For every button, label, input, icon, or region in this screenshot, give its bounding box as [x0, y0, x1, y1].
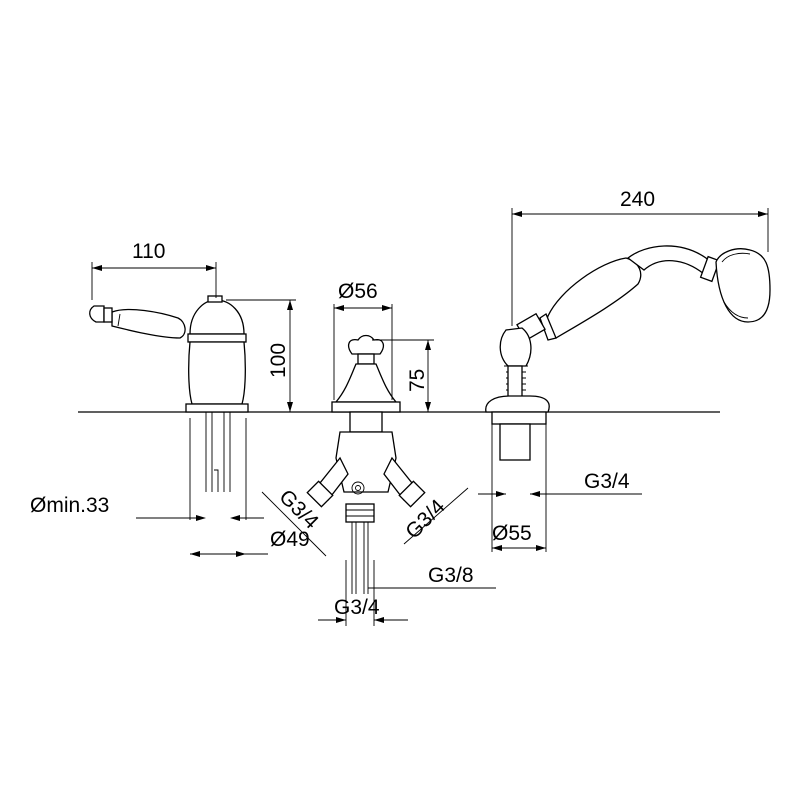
dim-outlet: G3/8 [368, 564, 496, 589]
dim-240: 240 [511, 188, 769, 326]
label-inlet-thread: G3/4 [334, 596, 380, 619]
diverter-shank [349, 411, 383, 433]
diverter-outlet [345, 503, 375, 523]
mixer-dome [189, 299, 245, 335]
dim-49: Ø49 [190, 528, 310, 557]
shower-hose-core [507, 365, 523, 399]
dim-110: 110 [91, 240, 217, 300]
mixer-body [188, 341, 246, 405]
label-shower-thread: G3/4 [584, 470, 630, 493]
diverter-outlet-pipe [351, 522, 369, 594]
lever-mixer [89, 295, 249, 520]
lever-knob [89, 305, 105, 323]
label-55: Ø55 [492, 522, 532, 545]
diverter-right-nut [398, 480, 426, 508]
shower-holder [485, 395, 550, 413]
dim-56: Ø56 [333, 280, 393, 400]
label-56: Ø56 [338, 280, 378, 303]
shower-hose-connector [499, 327, 532, 367]
diverter-block [335, 431, 397, 493]
diverter-assembly [306, 334, 426, 594]
shower-handle [545, 257, 642, 339]
mixer-supply-pipes [205, 412, 231, 492]
diverter-stem [357, 353, 375, 365]
label-240: 240 [620, 188, 655, 211]
dim-75: 75 [372, 339, 434, 412]
mixer-base [185, 403, 249, 413]
shower-nut [491, 411, 547, 425]
diverter-base [331, 401, 401, 413]
label-outlet-thread: G3/8 [428, 564, 474, 587]
shower-neck-nut [699, 255, 721, 283]
diverter-port [351, 481, 365, 495]
shower-neck [626, 245, 713, 275]
label-100: 100 [267, 343, 290, 378]
mixer-rod [214, 469, 219, 492]
label-75: 75 [406, 369, 429, 392]
diverter-knob [347, 334, 385, 355]
diverter-bell [334, 363, 398, 403]
dim-shower-thread: G3/4 [478, 470, 642, 497]
mixer-top-nut [207, 295, 223, 303]
dim-100: 100 [226, 299, 296, 412]
shower-shank [499, 423, 531, 461]
diverter-left-nut [306, 480, 334, 508]
shower-handle-ring [539, 313, 557, 341]
hand-shower [485, 245, 771, 552]
dim-55: Ø55 [492, 522, 546, 551]
dim-inlet: G3/4 [318, 560, 408, 626]
lever-ring [117, 313, 121, 327]
label-min-33: Ømin.33 [30, 494, 109, 517]
mixer-collar [187, 333, 247, 343]
shower-head [715, 248, 771, 323]
dim-min-33: Ømin.33 [30, 494, 264, 521]
label-110: 110 [132, 240, 165, 263]
label-49: Ø49 [270, 528, 310, 551]
lever-collar [103, 307, 113, 323]
lever-handle [111, 308, 186, 339]
